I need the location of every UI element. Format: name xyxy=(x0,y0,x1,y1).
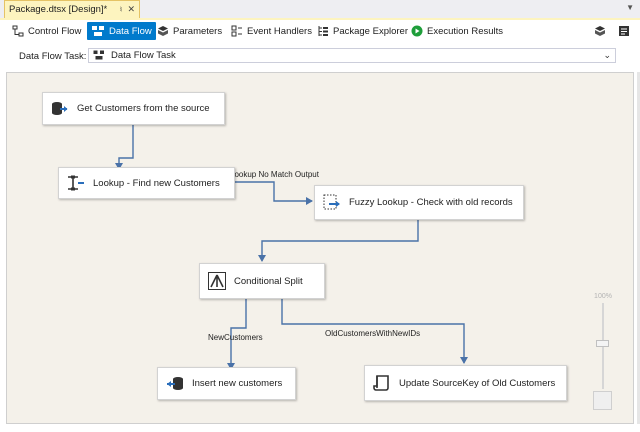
variables-button[interactable] xyxy=(618,22,634,40)
tab-dropdown-icon[interactable]: ▼ xyxy=(626,3,634,12)
parameters-icon xyxy=(157,25,169,37)
path-lookup-no-match-output[interactable] xyxy=(235,181,313,205)
tab-event-handlers[interactable]: Event Handlers xyxy=(231,22,312,40)
component-label: Conditional Split xyxy=(234,275,303,287)
tab-label: Data Flow xyxy=(109,25,152,37)
zoom-percent-label: 100% xyxy=(594,293,612,300)
component-lookup-new-customers[interactable]: Lookup - Find new Customers xyxy=(58,167,235,199)
close-icon[interactable]: ✕ xyxy=(127,4,135,14)
component-label: Insert new customers xyxy=(192,378,283,389)
zoom-to-fit-button[interactable] xyxy=(593,391,612,410)
data-flow-task-combobox[interactable]: Data Flow Task ⌄ xyxy=(88,48,616,63)
path-source-to-lookup[interactable] xyxy=(115,125,134,170)
toolbox-button[interactable] xyxy=(594,22,610,40)
fuzzy-lookup-icon xyxy=(323,194,341,212)
tab-control-flow[interactable]: Control Flow xyxy=(12,22,81,40)
tab-label: Control Flow xyxy=(28,25,82,37)
pin-icon[interactable]: ♮ xyxy=(119,5,123,14)
tab-label: Execution Results xyxy=(427,25,504,37)
component-label: Lookup - Find new Customers xyxy=(93,177,220,189)
data-flow-task-label: Data Flow Task: xyxy=(19,51,87,62)
execution-results-icon xyxy=(411,25,423,37)
tab-package-explorer[interactable]: Package Explorer xyxy=(317,22,408,40)
document-tab-accent-line xyxy=(0,18,640,20)
component-fuzzy-lookup[interactable]: Fuzzy Lookup - Check with old records xyxy=(314,185,524,220)
component-get-customers-source[interactable]: Get Customers from the source xyxy=(42,92,225,125)
lookup-icon xyxy=(67,174,85,192)
path-fuzzy-to-split[interactable] xyxy=(258,220,419,262)
vertical-scrollbar[interactable] xyxy=(637,72,640,424)
path-new-customers[interactable] xyxy=(227,299,247,370)
tab-data-flow[interactable]: Data Flow xyxy=(87,22,156,40)
conditional-split-icon xyxy=(208,272,226,290)
component-label: Get Customers from the source xyxy=(77,103,210,114)
path-label-new-customers: NewCustomers xyxy=(208,333,263,342)
data-flow-task-icon xyxy=(93,50,105,62)
tab-label: Parameters xyxy=(173,25,223,37)
component-insert-new-customers[interactable]: Insert new customers xyxy=(157,367,296,400)
component-conditional-split[interactable]: Conditional Split xyxy=(199,263,325,299)
event-handlers-icon xyxy=(231,25,243,37)
data-paths-layer xyxy=(115,125,468,370)
toolbox-icon xyxy=(594,25,606,37)
data-flow-task-selector: Data Flow Task: Data Flow Task ⌄ xyxy=(0,45,640,69)
source-icon xyxy=(51,100,69,118)
tab-execution-results[interactable]: Execution Results xyxy=(411,22,503,40)
designer-toolbar: Control Flow Data Flow Parameters Event … xyxy=(0,20,640,42)
document-tab-bar: Package.dtsx [Design]* ♮ ✕ ▼ xyxy=(0,0,640,18)
ole-db-command-icon xyxy=(373,374,391,392)
zoom-control: 100% xyxy=(589,291,617,411)
path-label-lookup-no-match: Lookup No Match Output xyxy=(230,170,319,179)
zoom-slider-thumb[interactable] xyxy=(596,340,609,347)
data-flow-icon xyxy=(91,25,105,37)
tab-parameters[interactable]: Parameters xyxy=(157,22,222,40)
document-tab-title: Package.dtsx [Design]* xyxy=(9,4,108,15)
tab-label: Package Explorer xyxy=(333,25,408,37)
data-flow-design-surface[interactable]: Lookup No Match Output NewCustomers OldC… xyxy=(6,72,634,424)
data-flow-task-value: Data Flow Task xyxy=(111,50,176,61)
document-tab-package[interactable]: Package.dtsx [Design]* ♮ ✕ xyxy=(4,0,140,18)
tab-label: Event Handlers xyxy=(247,25,312,37)
component-update-sourcekey[interactable]: Update SourceKey of Old Customers xyxy=(364,365,567,401)
component-label: Fuzzy Lookup - Check with old records xyxy=(349,197,513,208)
path-old-customers-with-new-ids[interactable] xyxy=(281,299,468,364)
control-flow-icon xyxy=(12,25,24,37)
chevron-down-icon[interactable]: ⌄ xyxy=(603,50,611,60)
path-label-old-customers: OldCustomersWithNewIDs xyxy=(325,329,421,338)
component-label: Update SourceKey of Old Customers xyxy=(399,377,556,389)
package-explorer-icon xyxy=(317,25,329,37)
variables-icon xyxy=(618,25,630,37)
destination-icon xyxy=(166,375,184,393)
